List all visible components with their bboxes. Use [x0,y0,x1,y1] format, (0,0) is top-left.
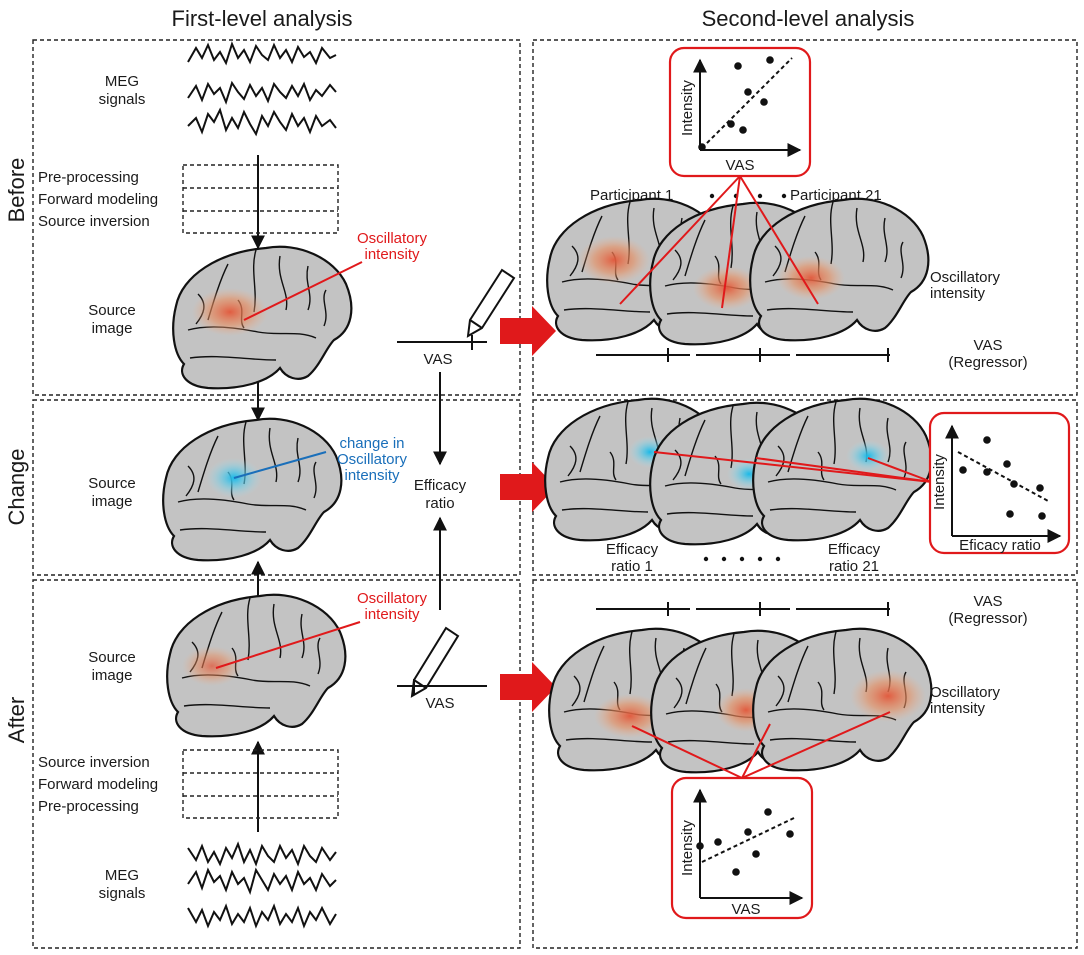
big-arrow-change [500,462,556,512]
source-label-change-1: Source [88,475,136,492]
plot-before-links [619,175,819,309]
vas-regressor-before-2: (Regressor) [948,354,1027,371]
step-after-1: Forward modeling [38,776,158,793]
row-label-before: Before [4,158,29,223]
regressor-before [596,348,890,362]
plot-change-links [653,451,933,483]
big-arrow-before [500,306,556,356]
efficacy-ratio-21-line2: ratio 21 [829,558,879,575]
plot-after-xlabel: VAS [732,901,761,918]
row-label-change: Change [4,448,29,525]
source-label-after-1: Source [88,649,136,666]
step-before-0: Pre-processing [38,169,139,186]
efficacy-dots [703,556,781,562]
brain-source-after [166,593,347,738]
big-arrow-after [500,662,556,712]
step-before-1: Forward modeling [38,191,158,208]
change-pointer [233,451,327,479]
change-label-1: change in [339,435,404,452]
source-label-change-2: image [92,493,133,510]
osc-label-after-2: intensity [364,606,420,623]
processing-steps-after [182,749,339,819]
step-after-0: Source inversion [38,754,150,771]
vas-regressor-after-2: (Regressor) [948,610,1027,627]
regressor-after [596,602,890,616]
panel-second-before [532,39,1078,396]
osc-right-after-1: Oscillatory [930,684,1001,701]
osc-label-after-1: Oscillatory [357,590,428,607]
source-label-after-2: image [92,667,133,684]
panel-second-after [532,579,1078,949]
meg-signals-after [187,841,337,929]
panel-second-change [532,399,1078,576]
source-label-before-1: Source [88,302,136,319]
efficacy-ratio-21-line1: Efficacy [828,541,881,558]
header-second-level: Second-level analysis [702,6,915,31]
brain-participant-1-before [546,197,727,342]
plot-after-ylabel: Intensity [679,820,696,876]
processing-steps-before [182,164,339,234]
plot-change-xlabel: Eficacy ratio [959,537,1041,554]
osc-label-before-2: intensity [364,246,420,263]
osc-right-before-1: Oscillatory [930,269,1001,286]
plot-before-ylabel: Intensity [679,80,696,136]
brain-participant-21-change [752,397,933,542]
step-after-2: Pre-processing [38,798,139,815]
osc-label-before-1: Oscillatory [357,230,428,247]
brain-participant-21-after [752,627,933,772]
osc-right-before-2: intensity [930,285,986,302]
brain-participant-2-before [649,201,830,346]
meg-label-after-2: signals [99,885,146,902]
plot-after [670,776,814,920]
row-label-after: After [4,697,29,743]
meg-label-after-1: MEG [105,867,139,884]
efficacy-label-2: ratio [425,495,454,512]
efficacy-ratio-1-line1: Efficacy [606,541,659,558]
change-label-3: intensity [344,467,400,484]
plot-before-xlabel: VAS [726,157,755,174]
brain-participant-1-after [548,627,729,772]
panel-first-after [32,579,521,949]
vas-label-after: VAS [426,695,455,712]
osc-right-after-2: intensity [930,700,986,717]
header-first-level: First-level analysis [172,6,353,31]
plot-after-links [631,711,891,779]
change-label-2: Oscillatory [337,451,408,468]
meg-label-before-1: MEG [105,73,139,90]
brain-participant-21-before [749,197,930,342]
brain-source-change [162,417,343,562]
osc-pointer-before [243,261,363,321]
meg-signals-before [187,41,337,137]
vas-regressor-after-1: VAS [974,593,1003,610]
vas-label-before: VAS [424,351,453,368]
meg-label-before-2: signals [99,91,146,108]
vas-pen-before [466,268,516,338]
panel-first-before [32,39,521,396]
plot-change-ylabel: Intensity [931,454,948,510]
brain-source-before [172,245,353,390]
step-before-2: Source inversion [38,213,150,230]
plot-change [928,411,1071,555]
osc-pointer-after [215,621,361,669]
vas-regressor-before-1: VAS [974,337,1003,354]
source-label-before-2: image [92,320,133,337]
efficacy-ratio-1-line2: ratio 1 [611,558,653,575]
efficacy-label-1: Efficacy [414,477,467,494]
